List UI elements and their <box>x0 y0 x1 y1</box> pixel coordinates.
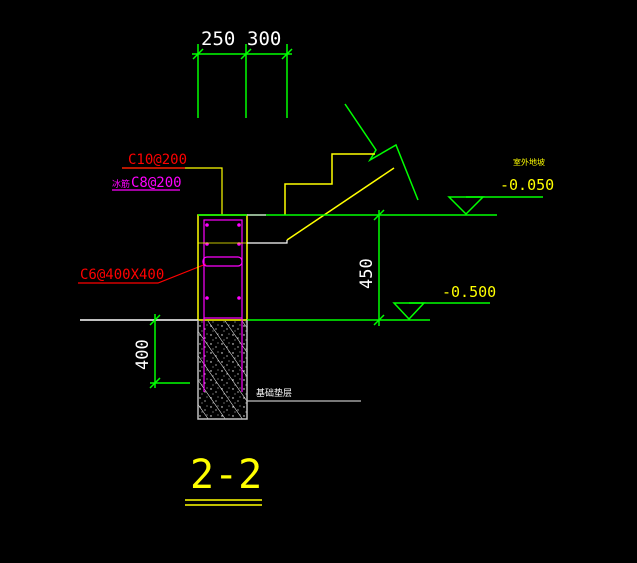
rebar-dots <box>205 223 241 300</box>
stair-steps <box>284 153 375 215</box>
rebar-label-prefix: 冰筋 <box>112 178 130 190</box>
rebar-label-c10: C10@200 <box>128 152 187 168</box>
top-dimension <box>192 44 293 118</box>
side-note: 基础垫层 <box>256 387 292 399</box>
rebar-dot <box>237 223 241 227</box>
elevation-tag: 室外地坡 <box>513 157 545 167</box>
rebar-cage <box>203 219 243 319</box>
leader-mid <box>78 263 207 284</box>
section-title: 2-2 <box>190 452 262 498</box>
dim-tick-right <box>281 48 293 60</box>
dim-450-tick-bottom <box>373 314 385 326</box>
dim-text-250: 250 <box>201 28 235 50</box>
dim-tick-mid <box>240 48 252 60</box>
elevation-lower: -0.500 <box>442 283 496 301</box>
slab-edge <box>247 240 288 244</box>
stirrup-tie <box>202 256 243 267</box>
elevation-upper: -0.050 <box>500 176 554 194</box>
rebar-label-c6: C6@400X400 <box>80 267 164 283</box>
stair-slope <box>286 167 395 241</box>
dim-text-300: 300 <box>247 28 281 50</box>
foundation-fill-hatch <box>198 321 247 419</box>
dim-400 <box>149 314 190 389</box>
rebar-dot <box>205 296 209 300</box>
rebar-label-c8: C8@200 <box>131 175 182 191</box>
dim-450-tick-top <box>373 209 385 221</box>
dim-450 <box>373 209 385 326</box>
dim-text-400: 400 <box>133 339 153 370</box>
dim-400-tick-bottom <box>149 377 161 389</box>
rebar-dot <box>205 223 209 227</box>
dim-text-450: 450 <box>357 258 377 289</box>
dim-400-tick-top <box>149 314 161 326</box>
rebar-dot <box>237 296 241 300</box>
break-line <box>344 103 419 201</box>
dim-tick-left <box>192 48 204 60</box>
foundation-outline <box>197 320 248 420</box>
